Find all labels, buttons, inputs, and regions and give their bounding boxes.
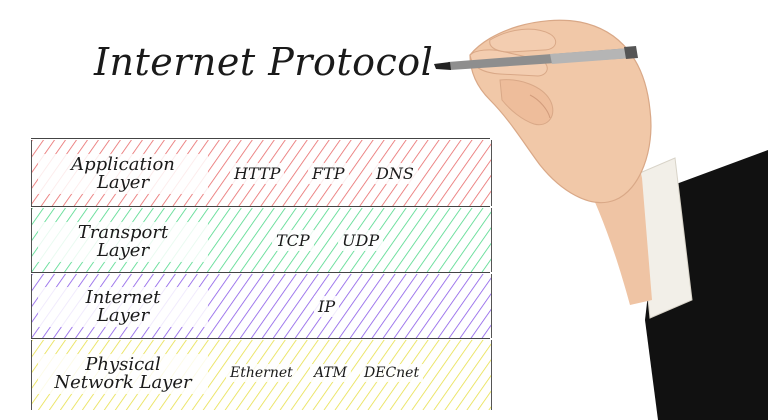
- layer-internet-label-line2: Layer: [96, 305, 150, 326]
- layer-divider-1: [31, 206, 490, 207]
- layer-application-label: Application Layer: [38, 154, 208, 194]
- layer-application-label-line1: Application: [71, 154, 175, 175]
- layer-application: Application Layer HTTP FTP DNS: [31, 140, 492, 206]
- layer-divider-2: [31, 272, 490, 273]
- diagram-title: Internet Protocol: [94, 40, 434, 84]
- layer-application-label-line2: Layer: [96, 172, 150, 193]
- layer-physical-label: Physical Network Layer: [38, 354, 208, 394]
- protocol-ftp: FTP: [308, 163, 349, 184]
- protocol-stack: Application Layer HTTP FTP DNS Transport…: [31, 138, 492, 410]
- layer-physical: Physical Network Layer Ethernet ATM DECn…: [31, 340, 492, 410]
- protocol-atm: ATM: [310, 364, 352, 382]
- protocol-dns: DNS: [372, 163, 418, 184]
- protocol-udp: UDP: [338, 230, 384, 251]
- stack-top-line: [31, 138, 490, 139]
- layer-divider-3: [31, 338, 490, 339]
- layer-transport-label: Transport Layer: [38, 222, 208, 262]
- layer-internet-label: Internet Layer: [38, 287, 208, 327]
- layer-physical-label-line1: Physical: [85, 354, 161, 375]
- protocol-http: HTTP: [230, 163, 285, 184]
- layer-physical-label-line2: Network Layer: [54, 372, 192, 393]
- curled-fingers: [499, 79, 554, 126]
- protocol-ethernet: Ethernet: [226, 364, 297, 382]
- layer-transport-label-line2: Layer: [96, 240, 150, 261]
- layer-transport: Transport Layer TCP UDP: [31, 208, 492, 272]
- layer-internet: Internet Layer IP: [31, 274, 492, 338]
- protocol-tcp: TCP: [272, 230, 314, 251]
- hand-holding-marker-illustration: [434, 19, 768, 420]
- protocol-decnet: DECnet: [360, 364, 424, 382]
- layer-internet-label-line1: Internet: [85, 287, 161, 308]
- protocol-ip: IP: [314, 296, 340, 317]
- knuckle-line: [529, 94, 551, 119]
- layer-transport-label-line1: Transport: [77, 222, 169, 243]
- thumb: [489, 28, 557, 53]
- marker-icon: [434, 46, 638, 70]
